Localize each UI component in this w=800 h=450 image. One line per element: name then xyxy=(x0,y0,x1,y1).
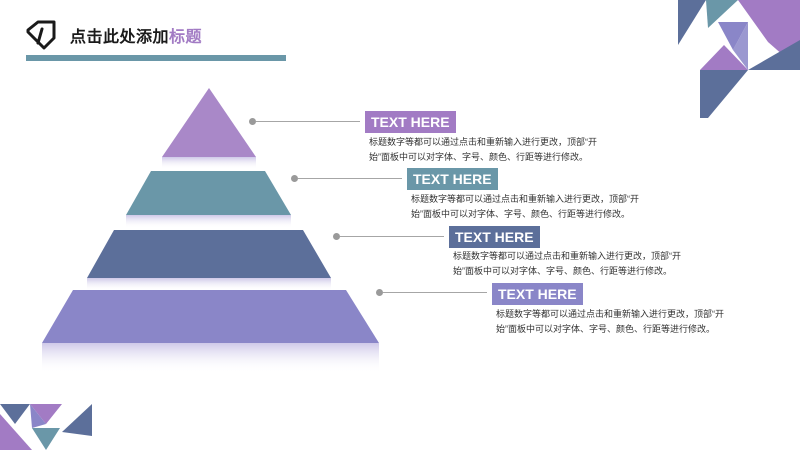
item-desc-line: 始”面板中可以对字体、字号、颜色、行距等进行修改。 xyxy=(496,324,715,334)
pyramid-tier-1 xyxy=(162,88,256,157)
item-desc-line: 标题数字等都可以通过点击和重新输入进行更改，顶部“开 xyxy=(369,137,597,147)
connector-dot xyxy=(376,289,383,296)
connector-line xyxy=(383,292,487,293)
slide-title[interactable]: 点击此处添加标题 xyxy=(70,23,202,47)
item-desc-line: 标题数字等都可以通过点击和重新输入进行更改，顶部“开 xyxy=(411,194,639,204)
item-desc-line: 标题数字等都可以通过点击和重新输入进行更改，顶部“开 xyxy=(496,309,724,319)
item-desc-4: 标题数字等都可以通过点击和重新输入进行更改，顶部“开 始”面板中可以对字体、字号… xyxy=(496,307,776,337)
item-desc-line: 始”面板中可以对字体、字号、颜色、行距等进行修改。 xyxy=(369,152,588,162)
item-desc-line: 始”面板中可以对字体、字号、颜色、行距等进行修改。 xyxy=(411,209,630,219)
pyramid-tier-4 xyxy=(42,290,379,343)
connector-dot xyxy=(333,233,340,240)
item-desc-3: 标题数字等都可以通过点击和重新输入进行更改，顶部“开 始”面板中可以对字体、字号… xyxy=(453,249,733,279)
connector-dot xyxy=(249,118,256,125)
item-desc-2: 标题数字等都可以通过点击和重新输入进行更改，顶部“开 始”面板中可以对字体、字号… xyxy=(411,192,691,222)
connector-line xyxy=(298,178,402,179)
tag-icon xyxy=(24,20,58,50)
item-label-1[interactable]: TEXT HERE xyxy=(365,111,456,133)
item-desc-line: 标题数字等都可以通过点击和重新输入进行更改，顶部“开 xyxy=(453,251,681,261)
pyramid-tier-3 xyxy=(87,230,331,278)
item-label-2[interactable]: TEXT HERE xyxy=(407,168,498,190)
connector-dot xyxy=(291,175,298,182)
connector-line xyxy=(256,121,360,122)
pyramid-tier-2 xyxy=(126,171,291,215)
item-desc-1: 标题数字等都可以通过点击和重新输入进行更改，顶部“开 始”面板中可以对字体、字号… xyxy=(369,135,649,165)
corner-decoration-bottom-left xyxy=(0,404,92,450)
title-accent: 标题 xyxy=(169,29,203,46)
slide-header: 点击此处添加标题 xyxy=(24,20,202,50)
item-label-4[interactable]: TEXT HERE xyxy=(492,283,583,305)
corner-decoration-top-right xyxy=(678,0,800,118)
title-main: 点击此处添加 xyxy=(70,29,170,46)
item-desc-line: 始”面板中可以对字体、字号、颜色、行距等进行修改。 xyxy=(453,266,672,276)
title-underline xyxy=(26,55,286,61)
connector-line xyxy=(340,236,444,237)
item-label-3[interactable]: TEXT HERE xyxy=(449,226,540,248)
